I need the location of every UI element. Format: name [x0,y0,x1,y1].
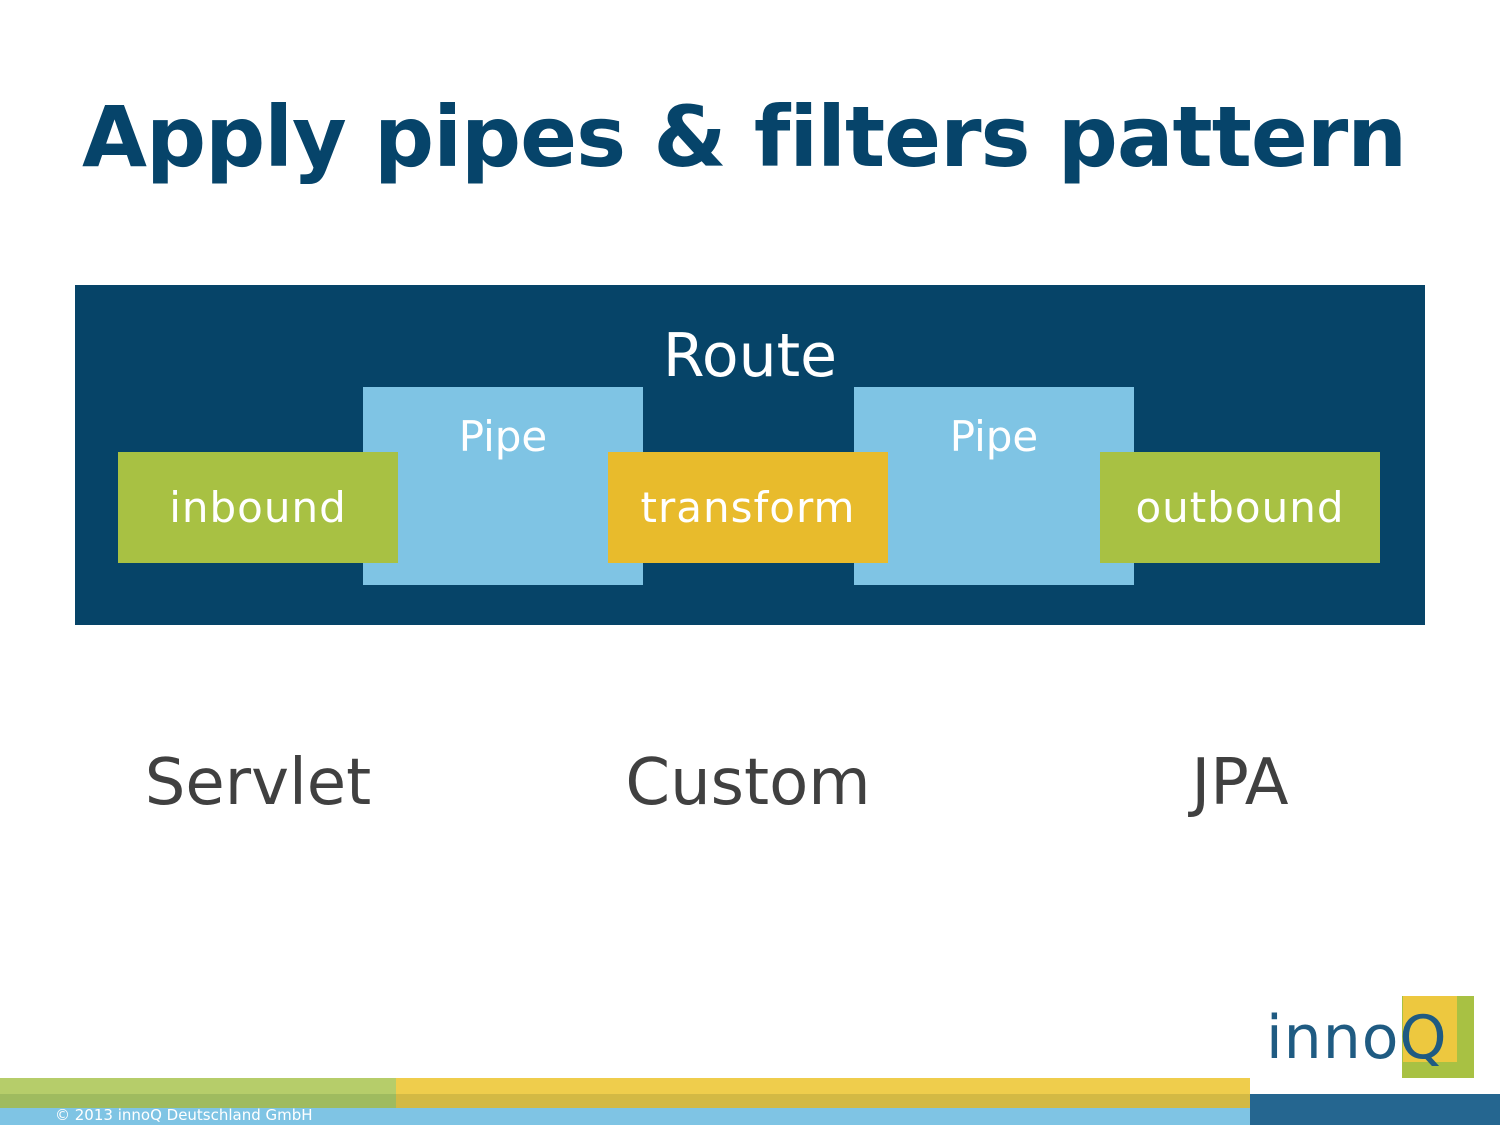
innoq-logo: innoQ [1262,996,1482,1080]
route-label: Route [662,321,838,391]
footer-bar-green-bottom [0,1094,396,1108]
filter-inbound: inbound [118,452,398,563]
pipe-box-1: Pipe [363,387,643,585]
pipe-label-2: Pipe [949,412,1039,461]
footer-bar-blue [0,1108,1250,1125]
tech-label-custom: Custom [625,746,871,820]
footer-bar-green-top [0,1078,396,1094]
filter-transform: transform [608,452,888,563]
tech-label-jpa: JPA [1191,746,1289,820]
filter-outbound: outbound [1100,452,1380,563]
tech-label-servlet: Servlet [144,746,372,820]
footer-bar-yellow-top [396,1078,1250,1094]
footer-bar-dark [1250,1094,1500,1125]
logo-text: innoQ [1266,1003,1448,1073]
pipe-label-1: Pipe [458,412,548,461]
pipe-box-2: Pipe [854,387,1134,585]
copyright-notice: © 2013 innoQ Deutschland GmbH [55,1106,313,1124]
slide-title: Apply pipes & filters pattern [82,88,1407,186]
logo-square-yellow [1403,996,1457,1062]
footer-bar-yellow-bottom [396,1094,1250,1108]
